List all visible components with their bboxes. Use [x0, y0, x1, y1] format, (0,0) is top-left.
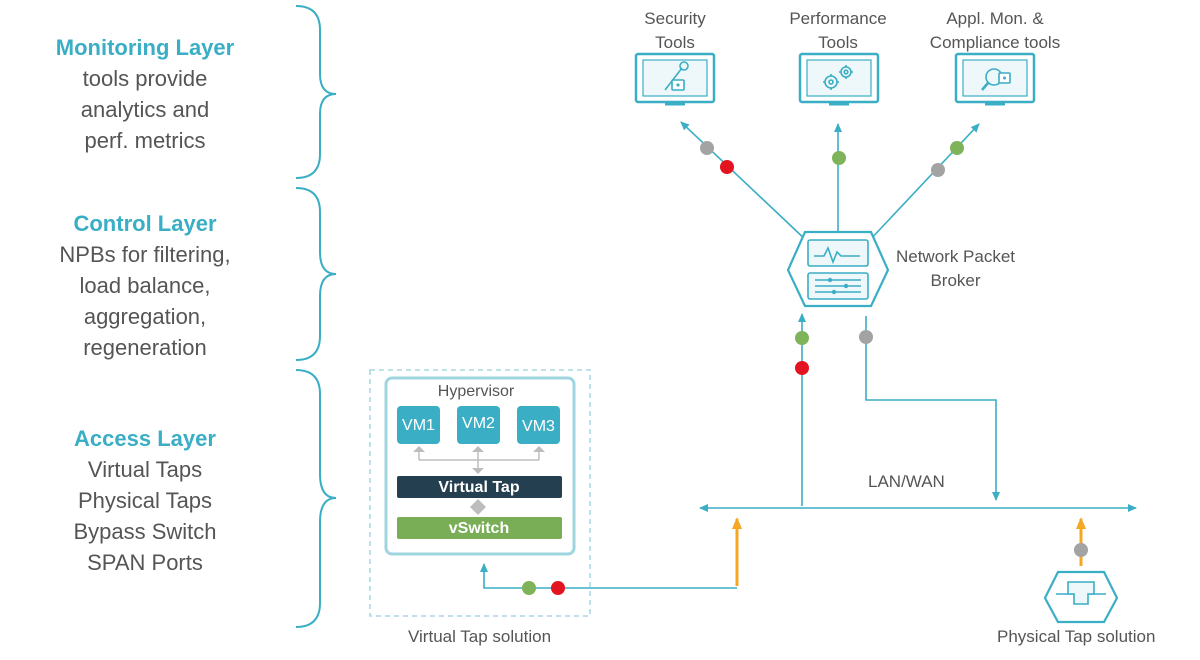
access-layer-line: Virtual Taps	[87, 457, 203, 482]
control-layer-text: Control Layer NPBs for filtering, load b…	[0, 208, 290, 363]
npb-to-compliance-link	[867, 123, 980, 243]
packet-dot	[551, 581, 565, 595]
hypervisor-label: Hypervisor	[438, 383, 515, 400]
vm3-label: VM3	[522, 418, 555, 435]
security-tools-label-line: Security	[644, 9, 706, 28]
access-layer-line: Bypass Switch	[73, 519, 217, 544]
tap-switch-connector	[470, 499, 486, 515]
virtual-tap-label: Virtual Tap	[438, 479, 519, 496]
virtual-tap-solution-caption: Virtual Tap solution	[408, 627, 552, 646]
packet-broker-icon	[786, 230, 890, 308]
packet-dot	[832, 151, 846, 165]
packet-dot	[720, 160, 734, 174]
control-layer-line: NPBs for filtering,	[59, 242, 231, 267]
control-layer-title: Control Layer	[73, 211, 217, 236]
security-tools-label-line: Tools	[655, 33, 695, 52]
vswitch-label: vSwitch	[449, 520, 509, 537]
packet-dot	[795, 331, 809, 345]
control-layer-brace	[295, 187, 337, 361]
monitoring-layer-line: analytics and	[80, 97, 210, 122]
security-tools-label: Security Tools	[610, 7, 740, 55]
control-layer-line: regeneration	[83, 335, 207, 360]
control-layer-line: load balance,	[79, 273, 211, 298]
access-layer-text: Access Layer Virtual Taps Physical Taps …	[0, 423, 290, 578]
access-layer-line: Physical Taps	[77, 488, 213, 513]
virtual-tap-solution-frame	[369, 369, 591, 617]
compliance-tools-monitor	[954, 52, 1036, 106]
physical-tap-icon	[1043, 570, 1119, 624]
performance-tools-label-line: Tools	[818, 33, 858, 52]
performance-tools-monitor	[798, 52, 880, 106]
packet-dot	[1074, 543, 1088, 557]
access-layer-line: SPAN Ports	[87, 550, 203, 575]
hypervisor-box	[384, 376, 576, 556]
security-tools-monitor	[634, 52, 716, 106]
vm1-label: VM1	[402, 417, 435, 434]
monitoring-layer-text: Monitoring Layer tools provide analytics…	[0, 32, 290, 156]
monitoring-layer-title: Monitoring Layer	[55, 35, 235, 60]
control-layer-line: aggregation,	[83, 304, 207, 329]
lan-wan-label: LAN/WAN	[868, 472, 945, 491]
performance-tools-label-line: Performance	[789, 9, 887, 28]
vm2-box	[457, 406, 500, 444]
packet-dot	[795, 361, 809, 375]
performance-tools-label: Performance Tools	[768, 7, 908, 55]
virtual-tap-uplink	[480, 563, 737, 589]
npb-label: Network Packet Broker	[888, 245, 1023, 293]
npb-to-security-link	[680, 121, 809, 243]
virtual-tap-bar	[397, 476, 562, 498]
monitoring-layer-line: tools provide	[82, 66, 208, 91]
packet-dot	[700, 141, 714, 155]
compliance-tools-label-line: Appl. Mon. &	[946, 9, 1044, 28]
compliance-tools-label-line: Compliance tools	[929, 33, 1061, 52]
npb-label-line: Broker	[930, 271, 981, 290]
monitoring-layer-line: perf. metrics	[84, 128, 206, 153]
npb-label-line: Network Packet	[895, 247, 1016, 266]
packet-dot	[522, 581, 536, 595]
wrench-icon	[664, 61, 689, 91]
gears-icon	[823, 65, 853, 90]
packet-dot	[950, 141, 964, 155]
vm2-label: VM2	[462, 415, 495, 432]
magnifier-icon	[981, 68, 1011, 91]
monitoring-layer-brace	[295, 5, 337, 179]
vswitch-bar	[397, 517, 562, 539]
physical-tap-solution-caption: Physical Tap solution	[997, 627, 1156, 646]
vm3-box	[517, 406, 560, 444]
packet-dot	[859, 330, 873, 344]
vm1-box	[397, 406, 440, 444]
compliance-tools-label: Appl. Mon. & Compliance tools	[910, 7, 1080, 55]
packet-dot	[931, 163, 945, 177]
packet-dots	[522, 141, 1088, 595]
access-layer-brace	[295, 369, 337, 628]
access-layer-title: Access Layer	[74, 426, 216, 451]
